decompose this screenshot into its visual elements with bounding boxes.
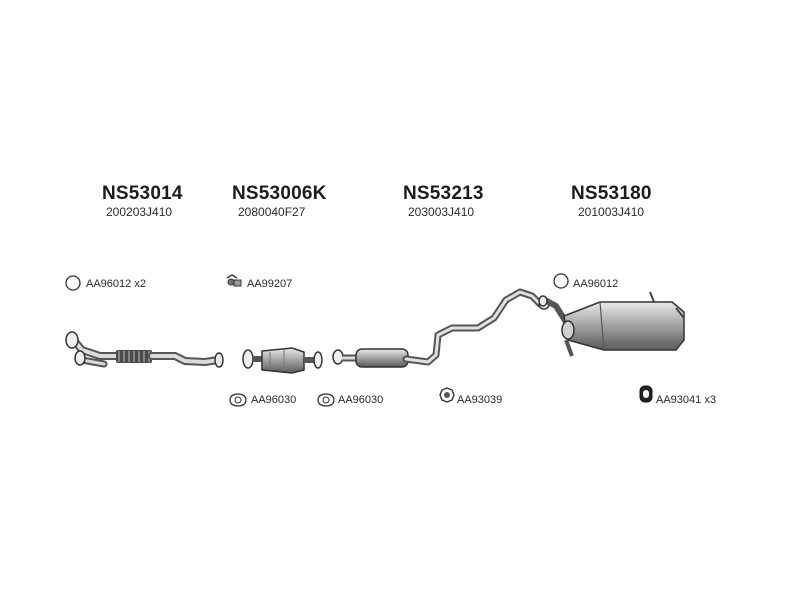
- part-number-rear-silencer[interactable]: NS53180: [571, 183, 652, 204]
- accessory-code[interactable]: AA96012 x2: [86, 278, 146, 290]
- accessory-code[interactable]: AA96030: [338, 394, 384, 406]
- catalytic-converter-drawing[interactable]: [242, 347, 323, 374]
- rubber-mount-icon[interactable]: [638, 384, 654, 404]
- accessory-code[interactable]: AA93041 x3: [656, 394, 716, 406]
- ring-gasket-icon[interactable]: [552, 272, 570, 290]
- oem-number-front-pipe: 200203J410: [106, 205, 173, 219]
- accessory-code[interactable]: AA96030: [251, 394, 297, 406]
- part-number-catalytic-converter[interactable]: NS53006K: [232, 183, 327, 204]
- flange-gasket-icon[interactable]: [228, 392, 248, 408]
- part-number-front-pipe[interactable]: NS53014: [102, 183, 183, 204]
- accessory-code[interactable]: AA93039: [457, 394, 503, 406]
- clamp-icon[interactable]: [438, 386, 456, 404]
- part-number-middle-silencer[interactable]: NS53213: [403, 183, 484, 204]
- middle-silencer-drawing[interactable]: [332, 288, 550, 368]
- front-pipe-drawing[interactable]: [65, 331, 224, 368]
- accessory-code[interactable]: AA96012: [573, 278, 619, 290]
- ring-gasket-icon[interactable]: [64, 274, 82, 292]
- oem-number-rear-silencer: 201003J410: [578, 205, 645, 219]
- accessory-code[interactable]: AA99207: [247, 278, 293, 290]
- oem-number-middle-silencer: 203003J410: [408, 205, 475, 219]
- rear-silencer-drawing[interactable]: [538, 291, 685, 357]
- bolt-clamp-icon[interactable]: [224, 272, 244, 290]
- oem-number-catalytic-converter: 2080040F27: [238, 205, 306, 219]
- flange-gasket-icon[interactable]: [316, 392, 336, 408]
